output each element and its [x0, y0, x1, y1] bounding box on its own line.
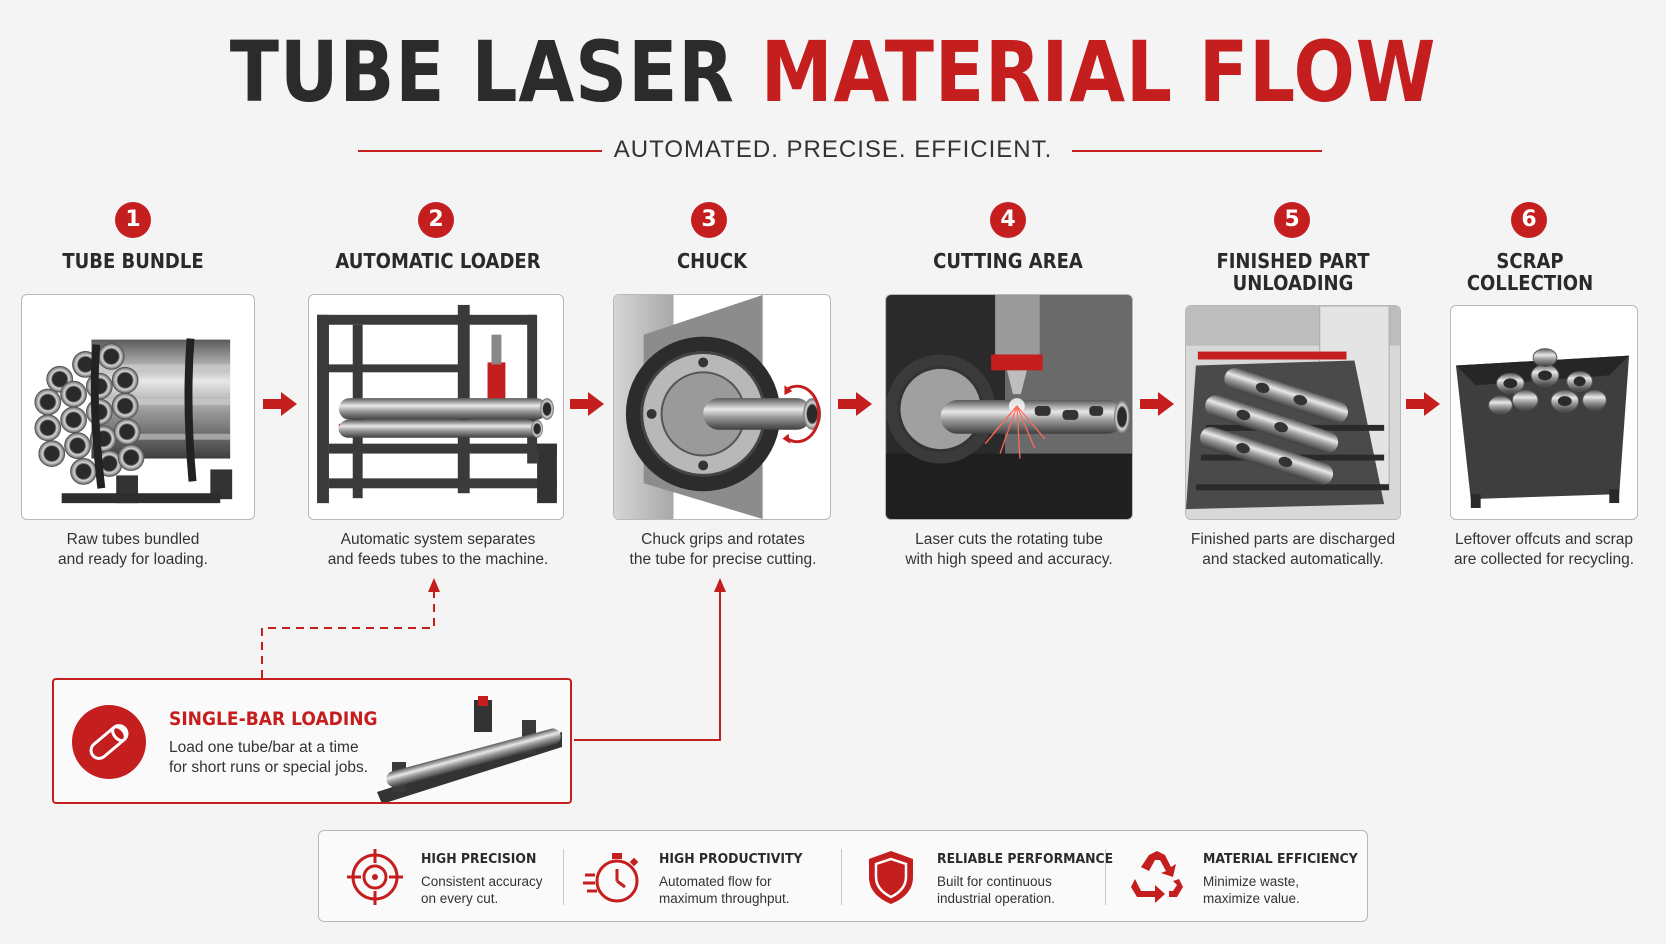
- solid-connector-arrowhead: [714, 578, 726, 592]
- dashed-connector-arrowhead: [428, 578, 440, 592]
- step-4-number: 4: [990, 202, 1026, 238]
- step-5-number: 5: [1274, 202, 1310, 238]
- flow-arrow-5-6: [1406, 392, 1440, 416]
- step-5-title: FINISHED PART UNLOADING: [1216, 249, 1370, 295]
- step-2-image-automatic-loader: [308, 294, 564, 520]
- feature-title: RELIABLE PERFORMANCE: [937, 851, 1114, 867]
- step-1-image-tube-bundle: [21, 294, 255, 520]
- step-3-image-chuck: [613, 294, 831, 520]
- flow-arrow-4-5: [1140, 392, 1174, 416]
- subtitle-rule-right: [1072, 150, 1322, 152]
- feature-description: Built for continuous industrial operatio…: [937, 874, 1055, 906]
- flow-arrow-1-2: [263, 392, 297, 416]
- feature-description: Minimize waste, maximize value.: [1203, 874, 1300, 906]
- step-1-description: Raw tubes bundled and ready for loading.: [58, 531, 208, 568]
- step-4-description: Laser cuts the rotating tube with high s…: [905, 531, 1113, 568]
- step-2-number: 2: [418, 202, 454, 238]
- step-3-number: 3: [691, 202, 727, 238]
- flow-arrow-2-3: [570, 392, 604, 416]
- step-4-image-cutting-area: [885, 294, 1133, 520]
- page-title: TUBE LASER MATERIAL FLOW: [117, 22, 1550, 122]
- step-1-title: TUBE BUNDLE: [62, 249, 204, 273]
- step-3-description: Chuck grips and rotates the tube for pre…: [629, 531, 817, 568]
- feature-description: Consistent accuracy on every cut.: [421, 874, 543, 906]
- step-6-number: 6: [1511, 202, 1547, 238]
- title-dark: TUBE LASER: [229, 23, 735, 121]
- step-1-number: 1: [115, 202, 151, 238]
- features-bar: HIGH PRECISION Consistent accuracy on ev…: [318, 830, 1368, 922]
- recycle-icon: [1131, 851, 1183, 903]
- feature-material-efficiency: MATERIAL EFFICIENCY Minimize waste, maxi…: [1127, 831, 1358, 923]
- shield-icon: [869, 851, 913, 904]
- dashed-connector-to-loader: [261, 590, 435, 678]
- subtitle-rule-left: [358, 150, 602, 152]
- step-5-image-finished-part-unloading: [1185, 305, 1401, 520]
- single-bar-title: SINGLE-BAR LOADING: [169, 708, 378, 730]
- feature-divider: [563, 849, 564, 905]
- step-6-title: SCRAP COLLECTION: [1466, 249, 1594, 295]
- step-6-image-scrap-collection: [1450, 305, 1638, 520]
- feature-divider: [841, 849, 842, 905]
- stopwatch-icon: [583, 853, 639, 903]
- feature-title: HIGH PRECISION: [421, 851, 537, 867]
- feature-description: Automated flow for maximum throughput.: [659, 874, 790, 906]
- step-2-description: Automatic system separates and feeds tub…: [327, 531, 549, 568]
- feature-title: MATERIAL EFFICIENCY: [1203, 851, 1358, 867]
- page-subtitle: AUTOMATED. PRECISE. EFFICIENT.: [613, 136, 1053, 163]
- single-bar-description: Load one tube/bar at a time for short ru…: [169, 739, 369, 776]
- crosshair-icon: [347, 849, 403, 905]
- feature-divider: [1105, 849, 1106, 905]
- feature-high-productivity: HIGH PRODUCTIVITY Automated flow for max…: [583, 831, 813, 923]
- step-2-title: AUTOMATIC LOADER: [335, 249, 541, 273]
- feature-title: HIGH PRODUCTIVITY: [659, 851, 803, 867]
- tube-icon: [72, 705, 146, 779]
- single-bar-loading-panel: SINGLE-BAR LOADING Load one tube/bar at …: [52, 678, 572, 804]
- step-5-description: Finished parts are discharged and stacke…: [1190, 531, 1396, 568]
- step-3-title: CHUCK: [676, 249, 748, 273]
- title-red: MATERIAL FLOW: [760, 23, 1437, 121]
- feature-reliable-performance: RELIABLE PERFORMANCE Built for continuou…: [861, 831, 1114, 923]
- flow-arrow-3-4: [838, 392, 872, 416]
- feature-high-precision: HIGH PRECISION Consistent accuracy on ev…: [345, 831, 555, 923]
- step-4-title: CUTTING AREA: [933, 249, 1083, 273]
- single-bar-loader-image: [377, 696, 562, 802]
- solid-connector-to-chuck: [574, 590, 721, 741]
- step-6-description: Leftover offcuts and scrap are collected…: [1453, 531, 1635, 568]
